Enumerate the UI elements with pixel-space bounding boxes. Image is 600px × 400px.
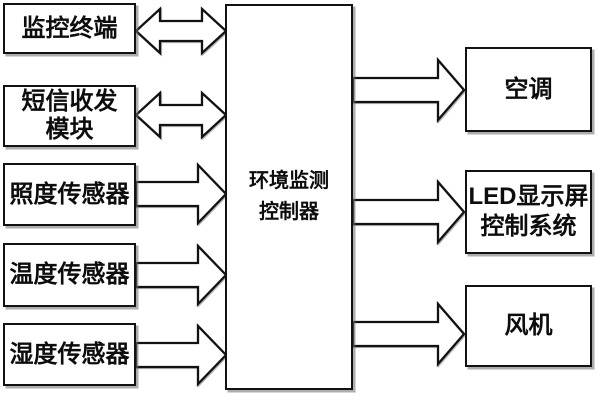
- node-monitoring-terminal: 监控终端: [3, 3, 136, 54]
- arrow-controller-to-fan: [351, 300, 466, 368]
- node-label: 湿度传感器: [9, 340, 130, 368]
- node-label-line1: 环境监测: [249, 170, 329, 192]
- node-label-line1: 短信收发: [21, 88, 118, 115]
- node-label-line2: 控制器: [259, 201, 319, 223]
- arrow-sms-module-controller-bidirectional: [134, 90, 228, 140]
- arrow-illuminance-sensor-to-controller: [134, 162, 228, 226]
- node-led-display-control-system: LED显示屏 控制系统: [465, 170, 592, 254]
- node-label: 空调: [504, 75, 553, 103]
- node-illuminance-sensor: 照度传感器: [3, 163, 136, 226]
- arrow-humidity-sensor-to-controller: [134, 323, 228, 387]
- arrow-controller-to-air-conditioner: [351, 56, 466, 124]
- node-humidity-sensor: 湿度传感器: [3, 323, 136, 386]
- arrow-monitoring-terminal-controller-bidirectional: [134, 6, 228, 56]
- node-label: 温度传感器: [9, 261, 130, 288]
- node-label: 照度传感器: [9, 180, 130, 208]
- node-environment-monitoring-controller: 环境监测 控制器: [225, 4, 353, 390]
- node-temperature-sensor: 温度传感器: [3, 243, 136, 307]
- arrow-temperature-sensor-to-controller: [134, 243, 228, 307]
- node-label-line2: 控制系统: [480, 213, 577, 240]
- arrow-controller-to-led-display: [351, 178, 466, 246]
- node-label-line2: 模块: [45, 116, 94, 143]
- node-label-line1: LED显示屏: [468, 183, 589, 210]
- node-sms-transceiver-module: 短信收发 模块: [3, 85, 136, 147]
- node-fan: 风机: [465, 285, 592, 367]
- node-label: 风机: [504, 312, 553, 339]
- node-label: 监控终端: [21, 14, 118, 42]
- node-air-conditioner: 空调: [465, 47, 592, 132]
